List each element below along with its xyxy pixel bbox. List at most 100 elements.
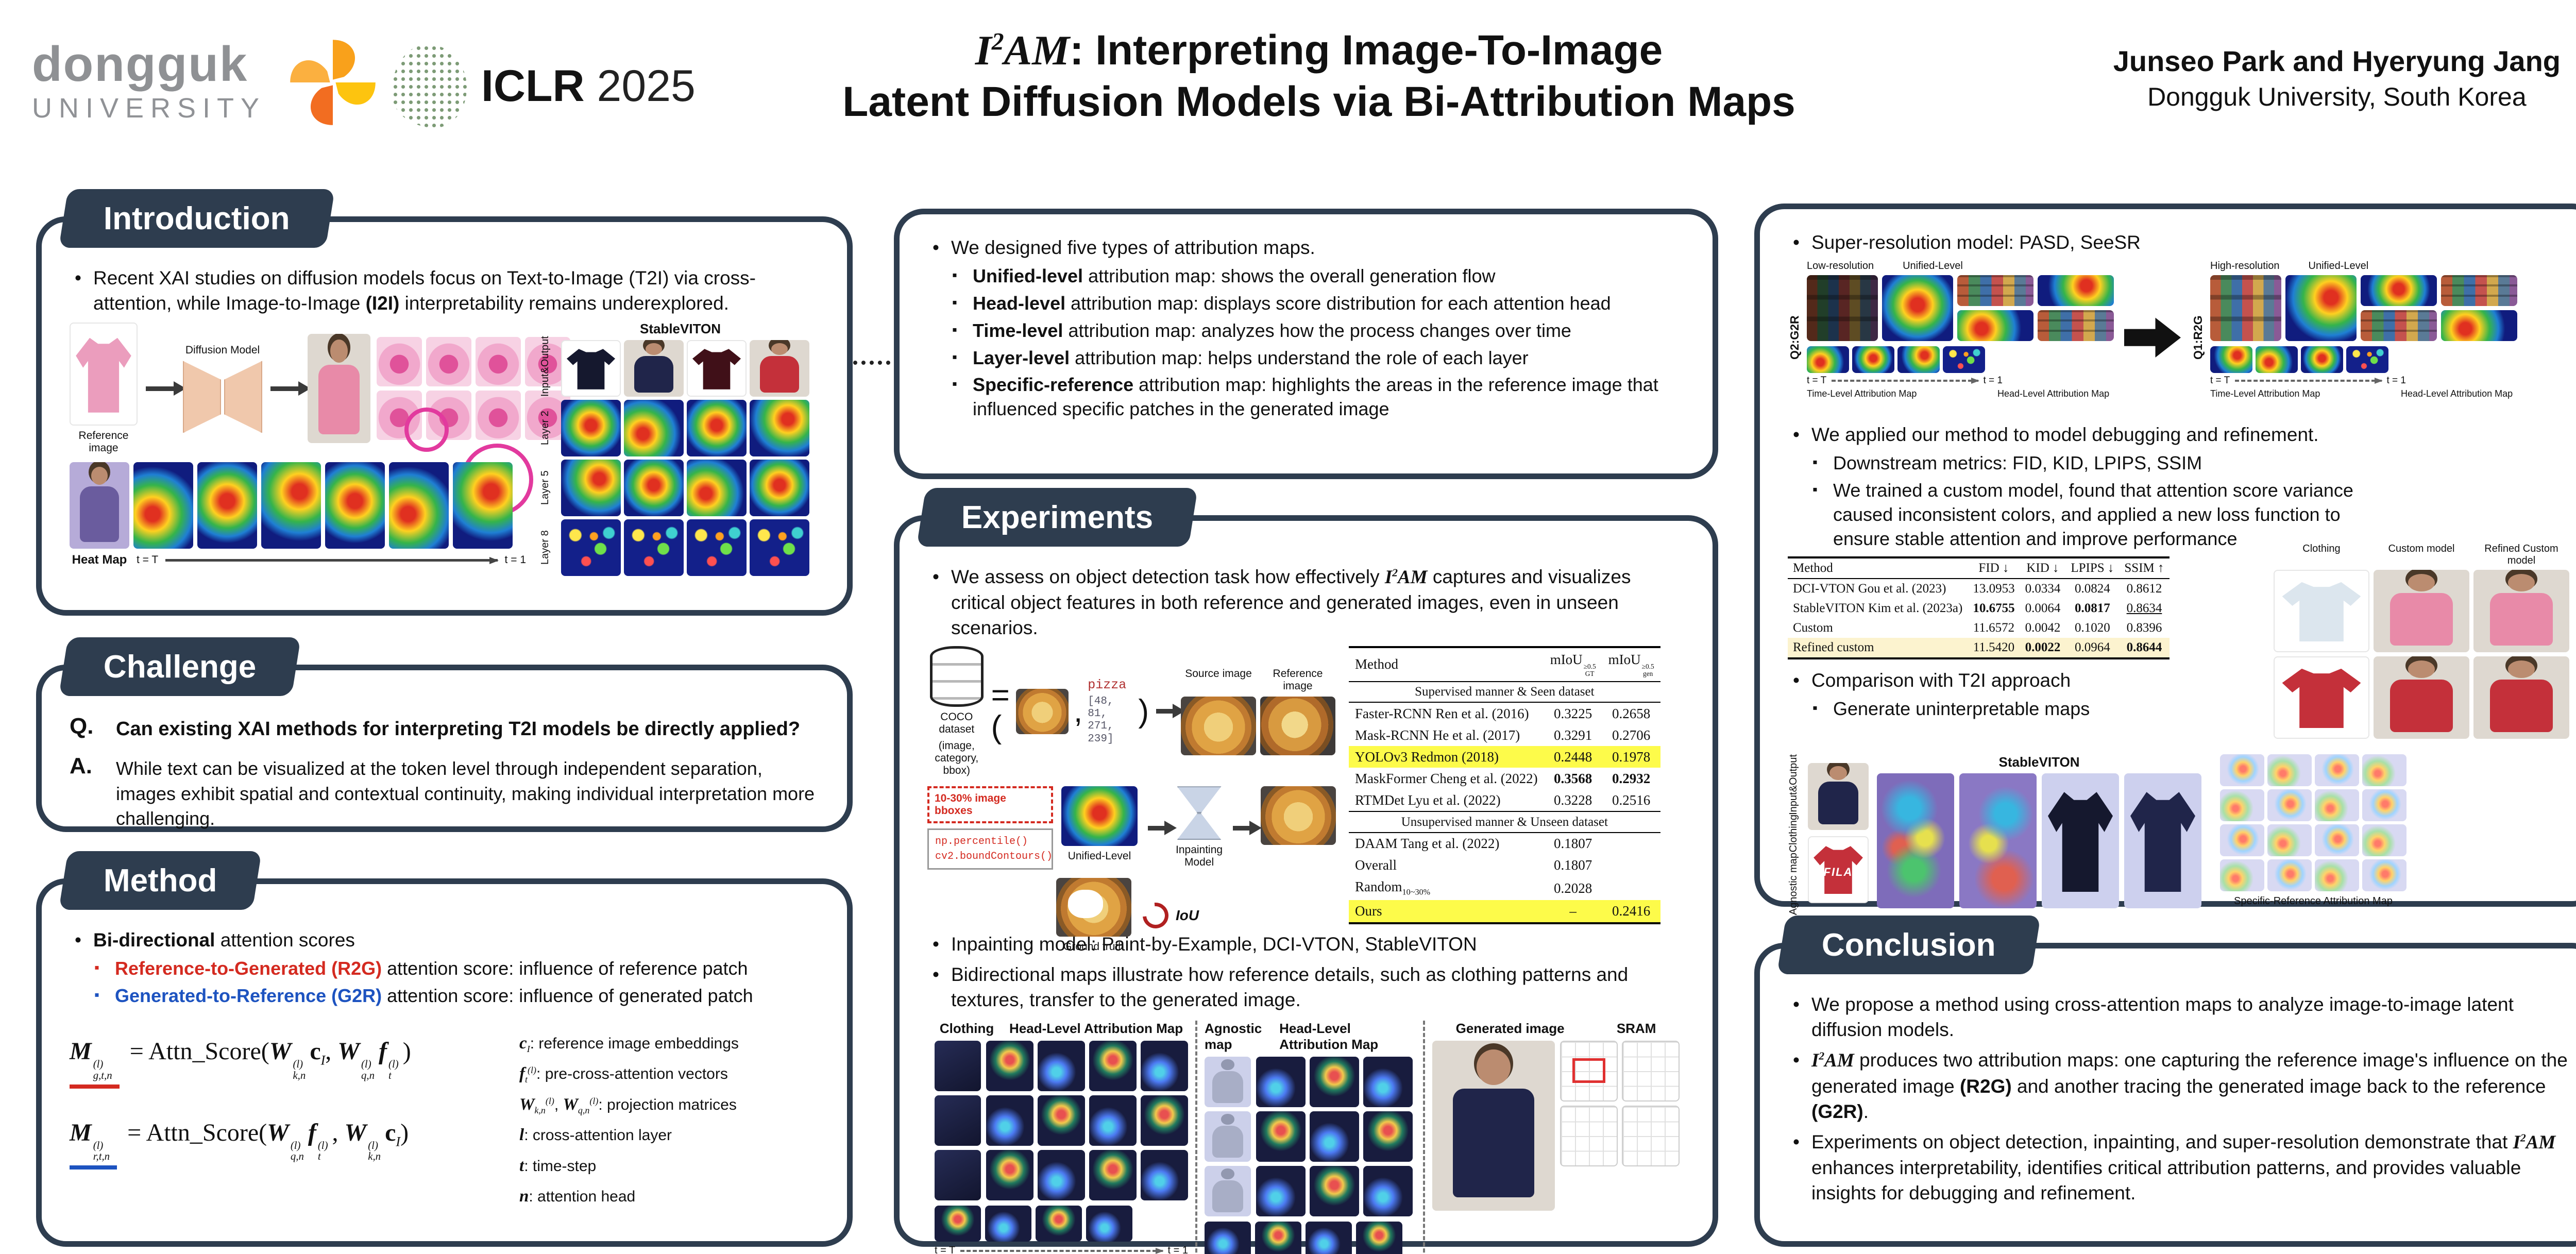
- heatmap-tile: [2315, 859, 2359, 891]
- agnostic-person-thumb: [1205, 1166, 1251, 1217]
- table-section-row: Unsupervised manner & Unseen dataset: [1349, 811, 1660, 833]
- low-resolution-thumb: [1807, 275, 1878, 342]
- fila-logo-text: FILA: [1823, 866, 1853, 879]
- clothing-thumb: [935, 1095, 981, 1146]
- uninterpretable-map-thumb: [1877, 773, 1954, 908]
- reference-image-thumb: [1260, 697, 1335, 756]
- i2am-math: I2AM: [1811, 1050, 1854, 1072]
- heatmap-tile: [1089, 1095, 1137, 1146]
- time-level-tile: [1897, 346, 1940, 374]
- heatmap-tile: [2362, 824, 2406, 856]
- dongguk-logo: dongguk UNIVERSITY: [32, 36, 379, 129]
- method-section: Method Bi-directional attention scores R…: [36, 851, 853, 1247]
- dongguk-pinwheel-icon: [290, 40, 376, 125]
- unified-level-label: Unified-Level: [1067, 850, 1131, 862]
- person-thumb: [70, 462, 129, 549]
- col-fid: FID ↓: [1968, 556, 2020, 579]
- heatmap-tile: [2315, 754, 2359, 786]
- col-method: Method: [1788, 556, 1968, 579]
- uninterpretable-map-thumb: [1959, 773, 2037, 908]
- layer5-row: Layer 5: [539, 460, 821, 517]
- time-level-tile: [1086, 1206, 1132, 1242]
- heatmap-tile: [197, 462, 257, 549]
- t-start-label: t = T: [137, 554, 159, 566]
- table-row: Random10~30%0.2028: [1355, 879, 1592, 897]
- uninterpretable-bullet: Generate uninterpretable maps: [1811, 697, 2303, 721]
- col-kid: KID ↓: [2020, 556, 2066, 579]
- maps-list: Unified-level attribution map: shows the…: [951, 264, 1687, 421]
- heatmap-tile: [1141, 1150, 1188, 1201]
- heatmap-tile: [1363, 1057, 1413, 1108]
- time-level-tile: [1036, 1206, 1082, 1242]
- time-level-tile: [1356, 1222, 1402, 1254]
- fila-shirt-thumb: FILA: [1808, 836, 1869, 903]
- bbox-note: 10-30% image bboxes: [927, 786, 1053, 824]
- clothing-thumb: [561, 340, 621, 397]
- refined-output-thumb: [2473, 570, 2569, 652]
- heatmap-tile: [1089, 1041, 1137, 1092]
- col-lpips: LPIPS ↓: [2065, 556, 2120, 579]
- ground-truth-thumb: [1056, 878, 1131, 937]
- r2g-bullet: Reference-to-Generated (R2G) attention s…: [93, 957, 821, 981]
- t-end-label: t = 1: [2386, 375, 2406, 386]
- super-resolution-figure: Q2:G2R Low-resolution Unified-Level: [1788, 260, 2570, 415]
- time-level-tile: [1943, 346, 1985, 374]
- heatmap-tile: [261, 462, 321, 549]
- clothing-thumb: [935, 1041, 981, 1092]
- affiliation: Dongguk University, South Korea: [2147, 82, 2527, 111]
- time-level-tile: [1852, 346, 1894, 374]
- super-resolution-section: Super-resolution model: PASD, SeeSR Q2:G…: [1754, 204, 2576, 915]
- inpainting-figure: Clothing Head-Level Attribution Map: [927, 1021, 1687, 1254]
- metrics-table: Method FID ↓ KID ↓ LPIPS ↓ SSIM ↑ DCI-VT…: [1788, 556, 2170, 659]
- answer-text: While text can be visualized at the toke…: [116, 758, 815, 829]
- legend-line: t: time-step: [519, 1156, 597, 1175]
- agnostic-panel: Agnostic map Head-Level Attribution Map: [1195, 1021, 1423, 1254]
- inpainted-output-thumb: [1261, 786, 1336, 845]
- time-level-label: Time-Level Attribution Map: [1807, 388, 1917, 399]
- custom-model-label: Custom model: [2388, 543, 2455, 554]
- arrow-right-icon: [1156, 704, 1185, 719]
- table-row: DAAM Tang et al. (2022)0.1807: [1355, 836, 1592, 852]
- sram-label: SRAM: [1616, 1021, 1656, 1037]
- sram-tile: [1622, 1041, 1680, 1102]
- heatmap-tile: [986, 1150, 1033, 1201]
- head-level-label: Head-Level Attribution Map: [1279, 1021, 1379, 1053]
- reference-image-label: Reference image: [78, 430, 129, 454]
- legend-line: n: attention head: [519, 1187, 636, 1206]
- arrow-right-icon: [270, 381, 311, 396]
- legend-line: ft(l): pre-cross-attention vectors: [519, 1064, 728, 1085]
- heatmap-tile: [986, 1095, 1033, 1146]
- specific-reference-grid: [2220, 754, 2406, 891]
- a-label: A.: [70, 753, 92, 779]
- heatmap-tile: [325, 462, 385, 549]
- heatmap-tile: [133, 462, 193, 549]
- sr-model-bullet: Super-resolution model: PASD, SeeSR: [1788, 230, 2570, 255]
- clothing-label: Clothing: [1788, 815, 1799, 853]
- time-arrow: [960, 1247, 1164, 1254]
- map-item-specific: Specific-reference attribution map: high…: [951, 373, 1687, 421]
- g2r-group: Q2:G2R Low-resolution Unified-Level: [1788, 260, 2114, 415]
- map-item-unified: Unified-level attribution map: shows the…: [951, 264, 1687, 289]
- sram-tile: [1622, 1106, 1680, 1167]
- heatmap-tile: [1957, 310, 2033, 342]
- sram-tile: [1560, 1106, 1618, 1167]
- poster-title: I2AM: Interpreting Image-To-Image Latent…: [842, 27, 1795, 126]
- clothing-thumb: [2274, 570, 2369, 652]
- heatmap-tile: [1256, 1166, 1306, 1217]
- dongguk-university-label: UNIVERSITY: [32, 92, 266, 124]
- heat-map-label: Heat Map: [72, 553, 127, 567]
- high-resolution-thumb: [2210, 275, 2281, 342]
- dongguk-wordmark: dongguk: [32, 37, 248, 92]
- time-level-tile: [1205, 1222, 1251, 1254]
- agnostic-person-thumb: [1205, 1057, 1251, 1108]
- conclusion-section: Conclusion We propose a method using cro…: [1754, 916, 2576, 1247]
- stableviton-label: StableVITON: [1998, 754, 2080, 770]
- iou-label: IoU: [1176, 907, 1199, 924]
- time-level-tile: [2346, 346, 2388, 374]
- sram-grid: [1560, 1041, 1680, 1211]
- challenge-section: Challenge Q. Can existing XAI methods fo…: [36, 637, 853, 832]
